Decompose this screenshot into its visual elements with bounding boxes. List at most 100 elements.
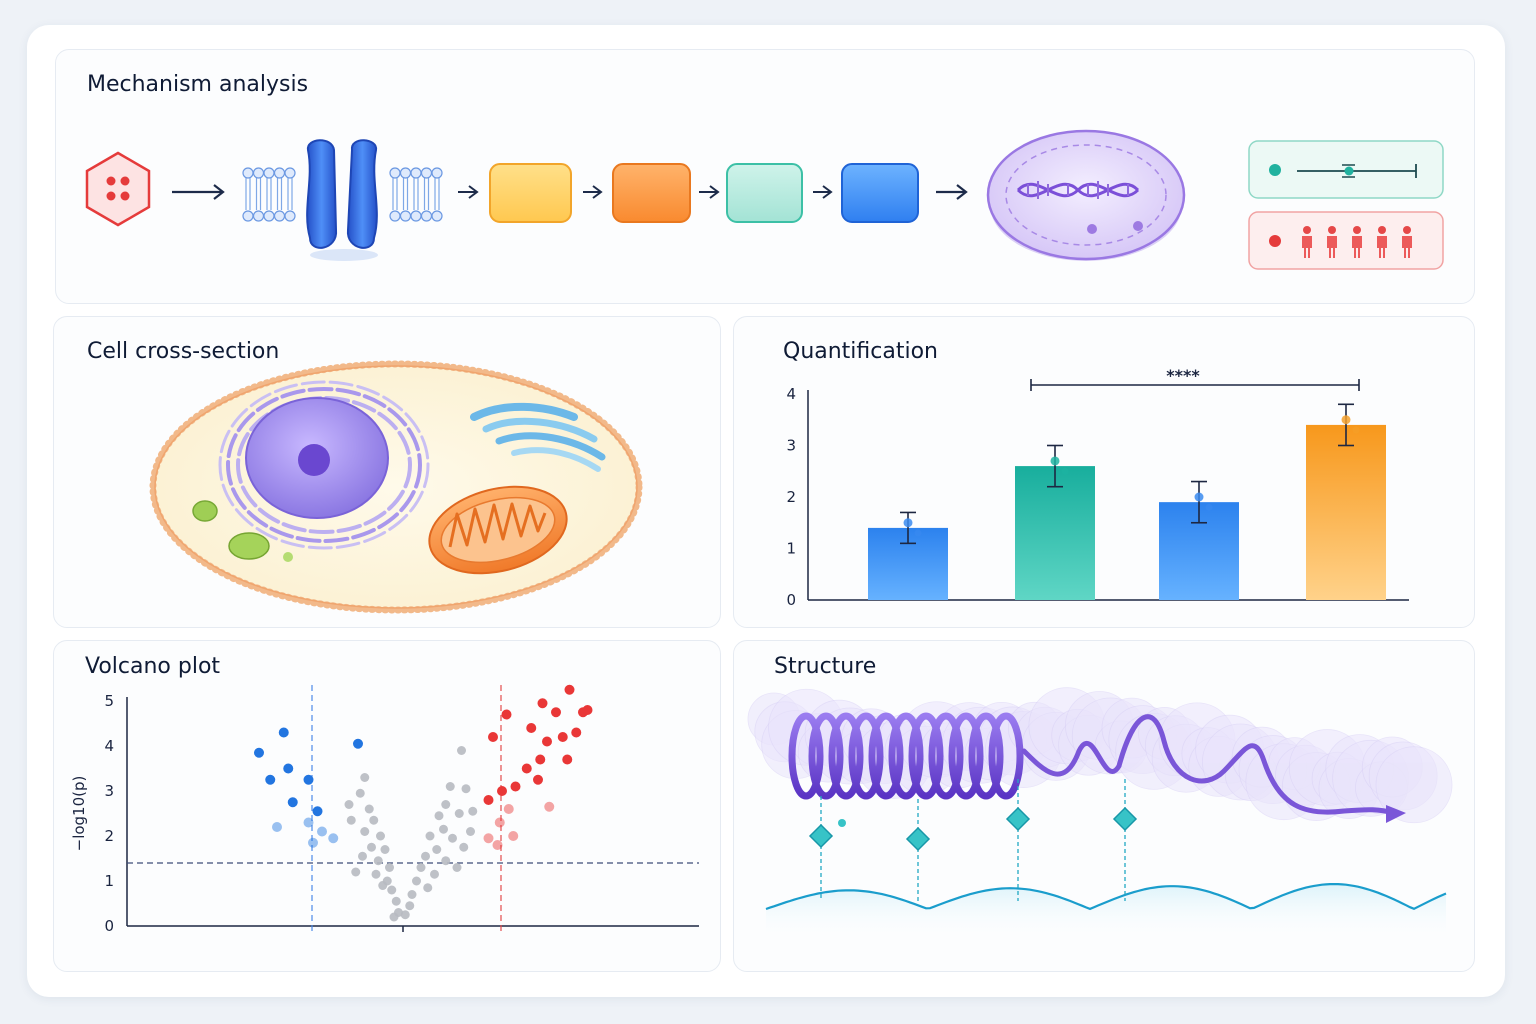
helix-coil [848,712,884,800]
point-upregulated [503,804,514,814]
point-not-significant [412,876,421,886]
point-not-significant [405,901,415,911]
point-not-significant [432,845,442,854]
point-not-significant [466,827,475,836]
point-downregulated [303,774,314,785]
nucleus [245,397,389,519]
point-upregulated [582,705,593,715]
point-not-significant [346,815,356,825]
pathway-step-box-4 [841,163,919,223]
helix-coil [868,712,904,800]
point-not-significant [461,784,471,794]
point-not-significant [344,800,354,809]
data-point [1352,426,1360,434]
residue-dot [838,819,846,827]
data-point [903,518,913,528]
point-downregulated [312,806,323,817]
point-not-significant [468,806,478,816]
point-upregulated [501,709,512,720]
data-point [1050,456,1060,466]
point-not-significant [358,851,367,861]
point-not-significant [351,867,361,877]
loop-ribbon [1021,714,1397,816]
point-not-significant [457,746,466,755]
residue-marker-icon [1005,806,1031,832]
y-tick-label: 0 [786,591,796,609]
y-tick-label: 2 [104,827,114,845]
person-body [1302,236,1312,258]
y-tick-label: 1 [104,872,114,890]
y-tick-label: 4 [786,385,796,403]
point-upregulated [544,801,555,812]
point-not-significant [430,869,439,879]
cell-illustration [149,360,643,614]
helix-coil [968,712,1004,800]
point-upregulated [488,732,498,742]
person-icon [1378,226,1386,234]
point-not-significant [360,773,370,782]
point-not-significant [387,885,397,895]
point-not-significant [369,815,379,825]
person-body [1327,236,1337,258]
point-not-significant [391,896,401,906]
person-icon [1303,226,1311,234]
residue-marker-icon [1112,806,1138,832]
helix-coil [988,712,1024,800]
point-downregulated [265,774,276,785]
point-downregulated [283,763,294,774]
person-body [1352,236,1362,258]
point-upregulated [537,698,548,709]
helix-coil [908,712,944,800]
pathway-step-box-1 [489,163,572,223]
y-tick-label: 0 [104,917,114,935]
forest-plot-icon [1248,140,1444,199]
point-not-significant [407,890,417,899]
residue-marker-icon [808,823,834,849]
endoplasmic-reticulum [218,380,430,550]
helix-coil [948,712,984,800]
point-upregulated [535,754,546,765]
point-downregulated [328,833,339,844]
pathway-step-box-2 [612,163,691,223]
point-not-significant [441,800,451,809]
y-tick-label: 4 [104,737,114,755]
point-not-significant [400,910,410,920]
y-tick-label: 1 [786,540,796,558]
point-not-significant [434,811,444,821]
mechanism-panel: Mechanism analysis [55,49,1475,304]
point-downregulated [308,837,318,848]
point-downregulated [287,797,298,808]
point-not-significant [441,856,451,866]
data-point [1341,415,1351,425]
point-upregulated [542,736,552,747]
point-upregulated [497,786,507,796]
y-tick-label: 5 [104,692,114,710]
point-not-significant [360,827,370,836]
data-point [1061,467,1069,475]
panel-title: Structure [774,654,877,679]
ribbon-arrowhead [1386,805,1406,823]
person-body [1377,236,1387,258]
y-tick-label: 3 [786,437,796,455]
point-upregulated [551,707,561,718]
point-not-significant [364,804,374,814]
structure-panel: Structure [733,640,1475,972]
point-not-significant [439,824,448,834]
cell-panel: Cell cross-section [53,316,721,628]
point-upregulated [521,763,532,774]
surface-blob [1375,746,1453,824]
arrow-right-icon [699,185,720,199]
panel-title: Quantification [783,339,938,364]
point-not-significant [373,856,383,866]
point-not-significant [367,842,376,852]
panel-title: Mechanism analysis [87,72,309,97]
point-downregulated [317,826,327,837]
panel-title: Cell cross-section [87,339,280,364]
point-not-significant [421,851,430,861]
nucleolus [298,444,330,476]
point-upregulated [533,774,543,785]
person-icon [1403,226,1411,234]
data-point [1194,492,1204,502]
